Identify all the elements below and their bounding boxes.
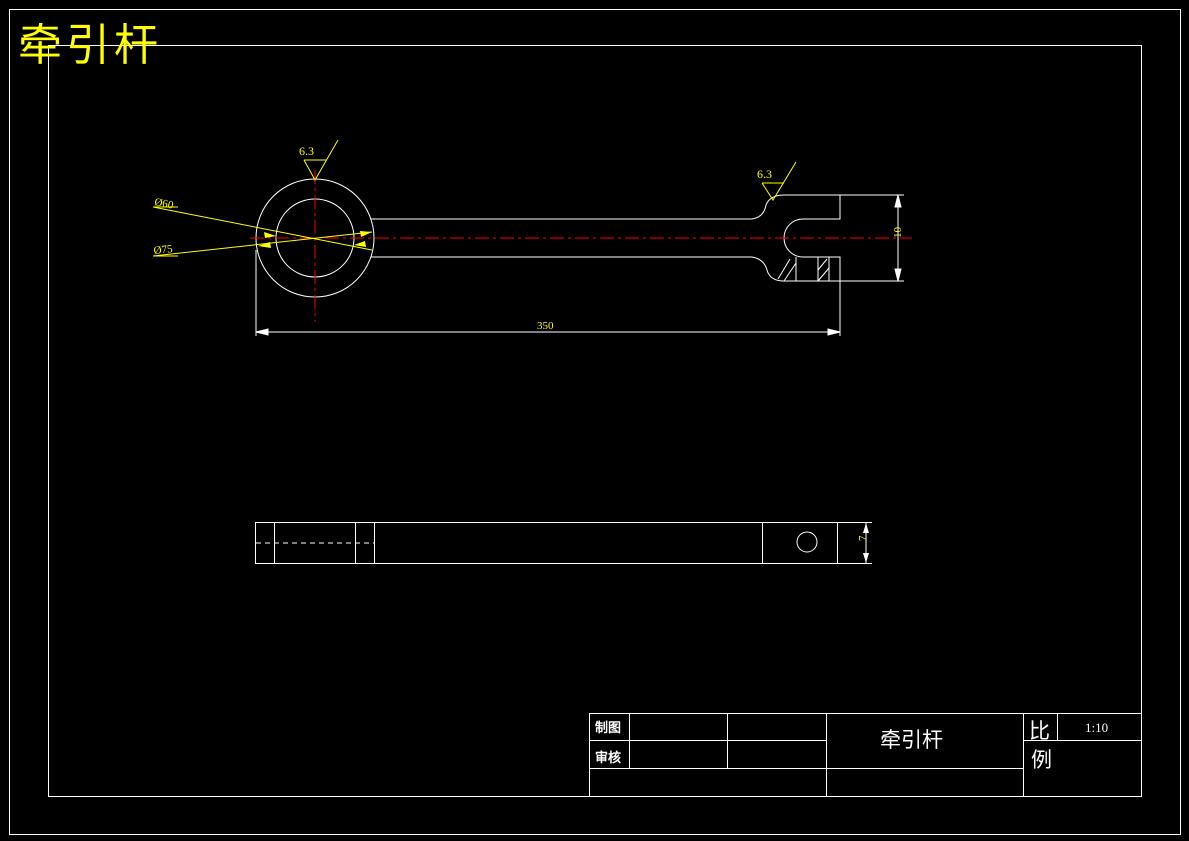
- hatch-line: [777, 258, 791, 280]
- thickness-dim-arrows: [863, 523, 869, 563]
- length-dim-arrow-right: [827, 328, 841, 336]
- roughness-label-left: 6.3: [299, 144, 314, 158]
- length-dim-label: 350: [537, 320, 554, 332]
- thickness-arrow-top: [863, 523, 869, 533]
- dia-arrow: [258, 242, 271, 248]
- thickness-arrow-bottom: [863, 553, 869, 563]
- fork-top-fillet: [751, 194, 841, 220]
- tb-scale-label-2: 例: [1031, 748, 1052, 772]
- dia-inner-leader: [152, 231, 373, 257]
- top-view: [255, 522, 872, 564]
- dia-outer-leader: [152, 206, 373, 251]
- height-dim-arrow-bottom: [894, 268, 902, 282]
- hatch-line: [817, 267, 830, 282]
- annotations: [152, 139, 797, 257]
- tb-checked-label: 审核: [595, 750, 621, 766]
- tb-scale-value: 1:10: [1085, 720, 1108, 735]
- title-block-frame: [589, 713, 1142, 797]
- roughness-symbol-right: [761, 161, 797, 201]
- hatch-line: [817, 258, 828, 271]
- fork-bottom-fillet: [751, 256, 841, 282]
- dia-arrow: [264, 232, 276, 238]
- dia-arrow: [354, 241, 366, 247]
- annotation-arrows: [258, 231, 372, 248]
- roughness-label-right: 6.3: [757, 167, 772, 181]
- top-view-hole: [796, 531, 818, 553]
- tb-part-name: 牵引杆: [880, 728, 943, 752]
- dia-outer-label: Ø60: [153, 196, 174, 211]
- dia-inner-label: Ø75: [153, 243, 174, 257]
- dia-arrow: [360, 231, 372, 237]
- drawing-title: 牵引杆: [18, 20, 162, 71]
- top-view-body: [255, 522, 838, 564]
- title-block: [589, 713, 1142, 797]
- height-dim-arrow-top: [894, 194, 902, 208]
- tb-drawn-label: 制图: [595, 720, 621, 736]
- dimension-lines: [255, 194, 902, 336]
- length-dim-arrow-left: [255, 328, 269, 336]
- hatch-line: [783, 262, 797, 282]
- thickness-dim-label: 7: [857, 535, 869, 541]
- outer-frame: [9, 9, 1181, 835]
- center-lines: [250, 170, 912, 322]
- roughness-symbol-left: [303, 139, 339, 182]
- height-dim-label: 10: [892, 227, 904, 239]
- tb-scale-label-1: 比: [1029, 719, 1050, 743]
